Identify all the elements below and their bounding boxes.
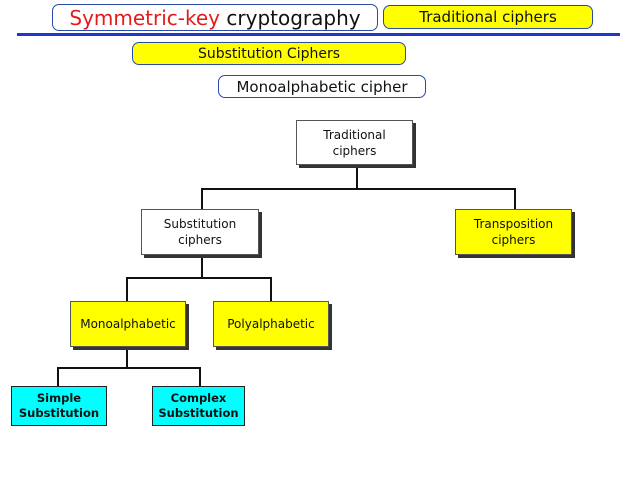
context-tag-traditional: Traditional ciphers xyxy=(383,5,593,29)
connector-to-mono xyxy=(126,277,128,301)
node-label: ciphers xyxy=(491,233,536,247)
subtopic-tag-substitution: Substitution Ciphers xyxy=(132,42,406,65)
node-label: ciphers xyxy=(332,143,377,158)
connector-mono-down xyxy=(126,346,128,368)
connector-to-transposition xyxy=(514,188,516,209)
node-label: Monoalphabetic xyxy=(80,317,176,331)
connector-substitution-down xyxy=(201,255,203,278)
node-label: Substitution xyxy=(158,406,239,420)
node-label: Traditional xyxy=(323,127,386,142)
node-label: Substitution xyxy=(18,406,100,420)
node-label: Polyalphabetic xyxy=(227,317,315,331)
node-label: ciphers xyxy=(178,233,222,247)
title-main-text: cryptography xyxy=(226,5,361,30)
node-label: Transposition xyxy=(473,217,554,231)
connector-to-complex xyxy=(199,367,201,386)
node-label: Simple xyxy=(36,391,82,405)
node-monoalphabetic: Monoalphabetic xyxy=(70,301,186,347)
node-substitution-ciphers: Substitution ciphers xyxy=(141,209,259,255)
node-label: Complex xyxy=(170,391,227,405)
connector-to-simple xyxy=(57,367,59,386)
header-divider xyxy=(17,33,620,36)
title-accent-text: Symmetric-key xyxy=(69,5,221,30)
slide-title: Symmetric-key cryptography xyxy=(52,4,378,31)
node-polyalphabetic: Polyalphabetic xyxy=(213,301,329,347)
connector-to-substitution xyxy=(201,188,203,209)
current-topic-tag: Monoalphabetic cipher xyxy=(218,75,426,98)
connector-root-down xyxy=(356,164,358,189)
connector-level3-bar xyxy=(57,367,200,369)
node-label: Substitution xyxy=(163,217,237,231)
connector-level1-bar xyxy=(201,188,515,190)
connector-to-poly xyxy=(270,277,272,301)
connector-level2-bar xyxy=(126,277,271,279)
node-transposition-ciphers: Transposition ciphers xyxy=(455,209,572,255)
